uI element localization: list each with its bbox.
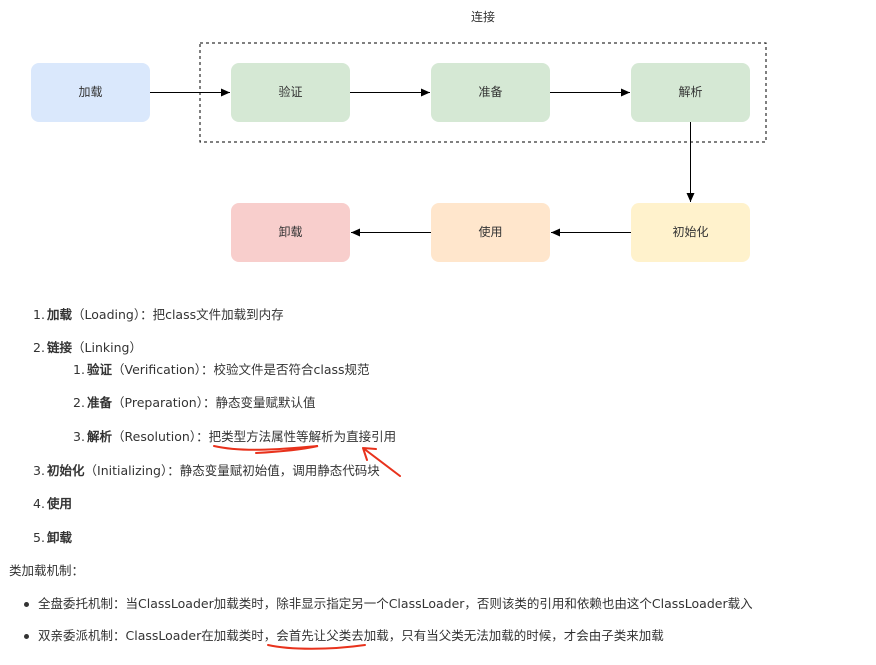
bullet-dot [24, 602, 29, 607]
step-title: 准备 [87, 395, 113, 410]
step-unload: 5.卸载 [33, 530, 73, 545]
bullet-parent-delegation: 双亲委派机制：ClassLoader在加载类时，会首先让父类去加载，只有当父类无… [38, 628, 664, 643]
step-title: 初始化 [47, 463, 85, 478]
class-loading-diagram: 连接 加载 验证 准备 解析 初始化 使用 卸载 [31, 9, 767, 262]
step-title: 解析 [87, 429, 113, 444]
node-resolve-box [631, 63, 750, 122]
mechanism-title: 类加载机制： [9, 563, 85, 578]
substep-prepare: 2.准备（Preparation）：静态变量赋默认值 [73, 395, 316, 410]
node-verify-label: 验证 [278, 84, 302, 99]
node-unload-label: 卸载 [278, 224, 302, 239]
step-load: 1.加载（Loading）：把class文件加载到内存 [33, 307, 284, 322]
linking-group-label: 连接 [471, 9, 495, 24]
step-title: 加载 [47, 307, 73, 322]
step-init: 3.初始化（Initializing）：静态变量赋初始值，调用静态代码块 [33, 463, 380, 478]
step-title: 卸载 [47, 530, 73, 545]
node-verify-box [231, 63, 350, 122]
node-init-label: 初始化 [672, 225, 708, 239]
node-prepare-label: 准备 [478, 85, 502, 99]
node-load-box [31, 63, 150, 122]
substep-verify: 1.验证（Verification）：校验文件是否符合class规范 [73, 362, 370, 377]
step-title: 验证 [87, 362, 113, 377]
node-use-label: 使用 [478, 224, 502, 239]
step-link: 2.链接（Linking） [33, 340, 142, 355]
node-resolve-label: 解析 [678, 85, 702, 99]
node-init-box [631, 203, 750, 262]
bullet-dot [24, 634, 29, 639]
bullet-full-delegation: 全盘委托机制：当ClassLoader加载类时，除非显示指定另一个ClassLo… [38, 596, 753, 611]
substep-resolve: 3.解析（Resolution）：把类型方法属性等解析为直接引用 [73, 429, 397, 444]
node-prepare-box [431, 63, 550, 122]
node-load-label: 加载 [78, 85, 102, 99]
step-title: 链接 [47, 340, 73, 355]
node-unload-box [231, 203, 350, 262]
step-title: 使用 [47, 496, 73, 511]
node-use-box [431, 203, 550, 262]
step-use: 4.使用 [33, 496, 73, 511]
